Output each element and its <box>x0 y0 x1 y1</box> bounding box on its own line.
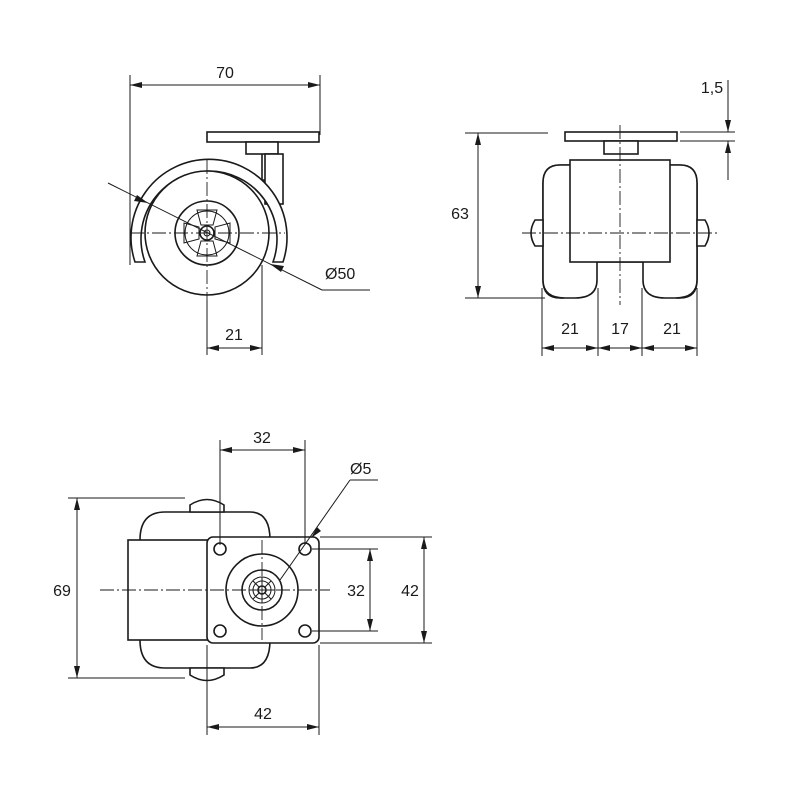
dim-left-wheel-21: 21 <box>561 321 579 338</box>
dim-hole-spacing-32: 32 <box>253 430 271 447</box>
dim-diameter-50: Ø50 <box>325 266 355 283</box>
dim-plate-thickness: 1,5 <box>701 80 723 97</box>
dim-right-wheel-21: 21 <box>663 321 681 338</box>
dim-hole-spacing-v-32: 32 <box>347 583 365 600</box>
dim-offset-21: 21 <box>225 327 243 344</box>
dim-overall-height-69: 69 <box>53 583 71 600</box>
side-view: 70 Ø50 21 <box>107 65 370 355</box>
dim-height-63: 63 <box>451 206 469 223</box>
dim-plate-height-42: 42 <box>401 583 419 600</box>
front-view: 63 1,5 21 17 21 <box>451 80 735 356</box>
top-view: 32 Ø5 32 42 69 42 <box>53 430 432 735</box>
dim-gap-17: 17 <box>611 321 629 338</box>
dim-width-70: 70 <box>216 65 234 82</box>
dim-plate-width-42: 42 <box>254 706 272 723</box>
dim-hole-diameter: Ø5 <box>350 461 371 478</box>
